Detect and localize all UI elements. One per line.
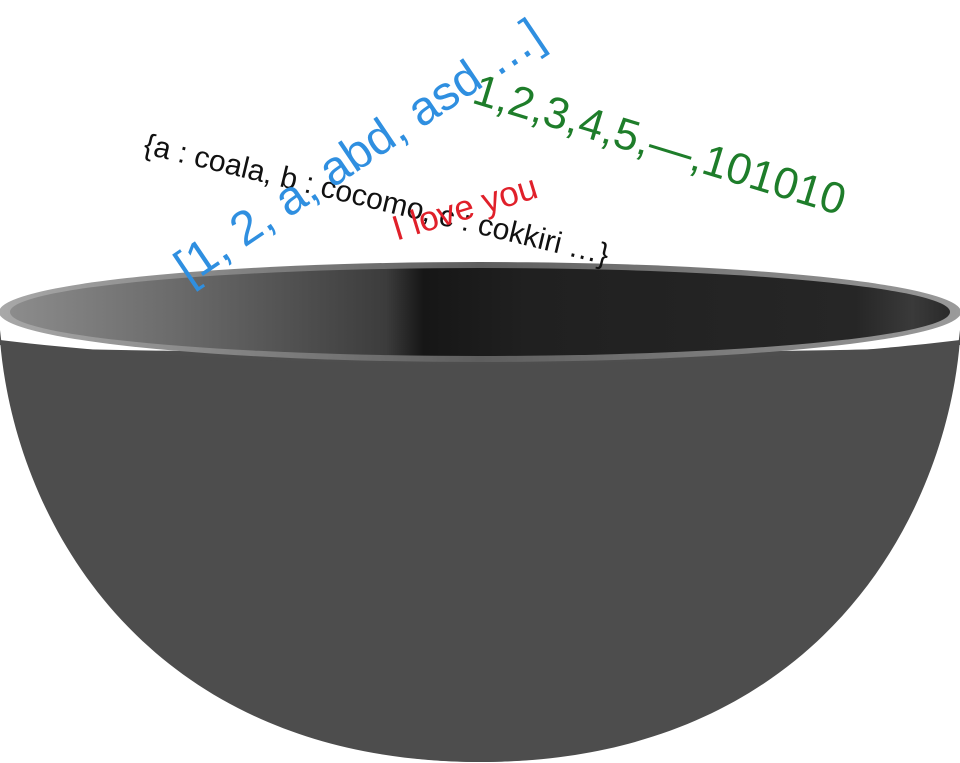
bowl-inner [10,268,950,356]
